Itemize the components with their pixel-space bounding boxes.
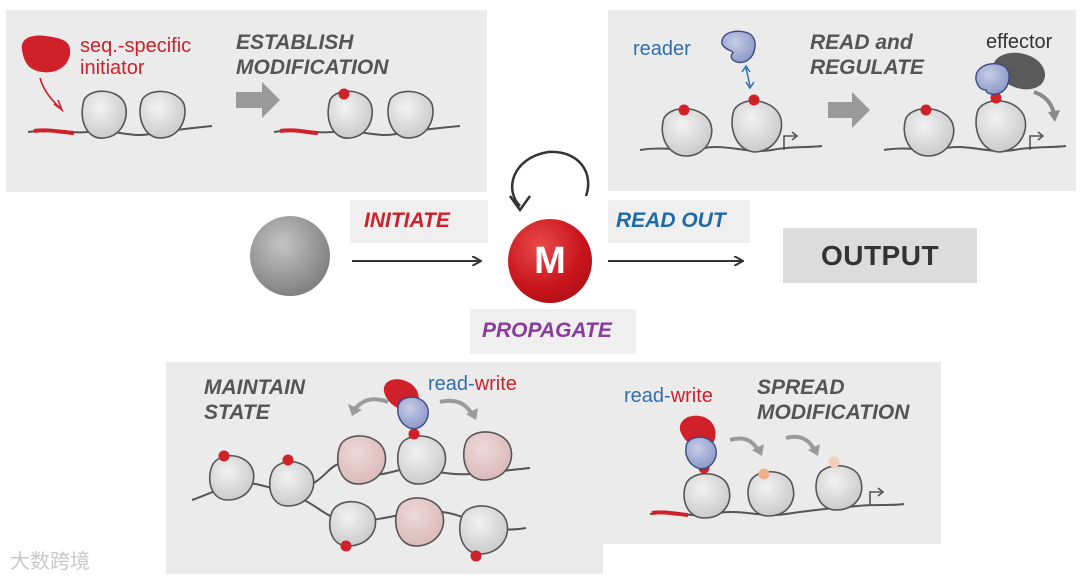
- nucleosome: [268, 460, 315, 507]
- nucleosome: [731, 100, 783, 153]
- initiator-blob: [21, 35, 71, 73]
- nucleosome: [81, 90, 128, 139]
- reader-label: reader: [633, 38, 691, 60]
- nucleosome: [139, 90, 186, 139]
- spread-title-2: MODIFICATION: [757, 401, 910, 424]
- nucleosome: [903, 107, 955, 157]
- binding-site: [33, 128, 75, 135]
- spread-graphic: [649, 415, 905, 519]
- initiate-label: INITIATE: [364, 209, 450, 232]
- nucleosome: [747, 470, 795, 517]
- reader-protein: [397, 396, 429, 430]
- propagate-label: PROPAGATE: [482, 319, 612, 342]
- watermark: 大数跨境: [10, 549, 90, 573]
- read-regulate-title-1: READ and: [810, 31, 913, 54]
- initiator-arrow: [39, 77, 61, 109]
- modification-dot: [338, 88, 350, 100]
- spread-read-label: read-write: [624, 385, 713, 407]
- establish-title-1: ESTABLISH: [236, 31, 354, 54]
- maintain-read-label: read-write: [428, 373, 517, 395]
- reader-protein: [721, 30, 756, 64]
- nucleosome: [458, 505, 509, 555]
- nucleosome: [396, 435, 447, 485]
- initiator-label-2: initiator: [80, 57, 145, 79]
- read-regulate-title-2: REGULATE: [810, 56, 924, 79]
- nucleosome: [815, 464, 863, 511]
- self-loop-arrow: [510, 150, 590, 207]
- new-modification-dot: [828, 456, 840, 468]
- reader-protein-bound: [975, 62, 1010, 95]
- maintain-title-2: STATE: [204, 401, 270, 424]
- nucleosome: [387, 90, 434, 139]
- nucleosome: [208, 454, 255, 501]
- nucleosome-unmodified: [394, 497, 445, 547]
- establish-graphic: [21, 35, 461, 139]
- gene-start-arrow: [783, 135, 796, 150]
- nucleosome-unmodified: [336, 435, 387, 485]
- output-box: OUTPUT: [783, 228, 977, 283]
- nucleosome: [975, 100, 1027, 153]
- effector-label: effector: [986, 31, 1053, 53]
- nucleosome: [327, 90, 374, 139]
- nucleosome: [683, 472, 731, 519]
- establish-arrow: [236, 82, 280, 118]
- nucleosome: [661, 107, 713, 157]
- maintain-graphic: [191, 379, 531, 562]
- readout-label: READ OUT: [616, 209, 726, 232]
- unmodified-chromatin-ball: [250, 216, 330, 296]
- initiator-label-1: seq.-specific: [80, 35, 192, 57]
- nucleosome-unmodified: [462, 431, 513, 481]
- new-modification-dot: [758, 468, 770, 480]
- reader-protein: [685, 436, 717, 470]
- establish-title-2: MODIFICATION: [236, 56, 389, 79]
- maintain-title-1: MAINTAIN: [204, 376, 306, 399]
- initiate-band: [350, 200, 488, 243]
- readout-band: [608, 200, 750, 243]
- nucleosome: [328, 500, 377, 547]
- spread-title-1: SPREAD: [757, 376, 845, 399]
- dna-strand-5: [649, 503, 905, 517]
- regulate-arrow: [828, 92, 870, 128]
- read-graphic: [639, 30, 1067, 157]
- propagate-band: [470, 309, 636, 354]
- modification-state-m: M: [508, 219, 592, 303]
